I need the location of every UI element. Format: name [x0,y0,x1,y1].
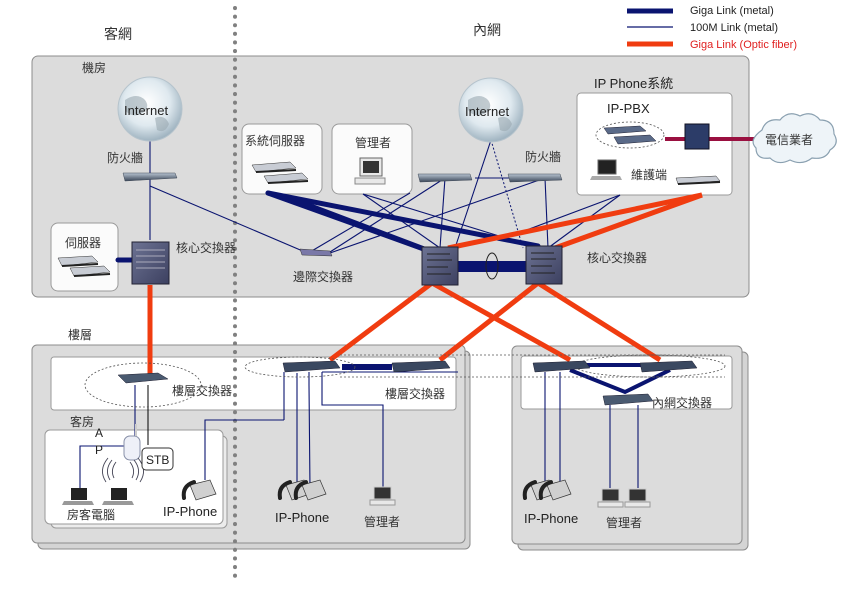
core-switch-label-left: 核心交換器 [176,240,236,255]
floor-switch-icon-right-a [532,360,591,373]
manager-label-right: 管理者 [606,515,642,530]
manager-label-top: 管理者 [355,135,391,150]
internal-switch-icon [602,393,654,406]
guest-laptop-icon-a [62,488,94,505]
manager-pc-icon-mid [369,486,396,506]
manager-pc-icon-top [354,157,386,185]
edge-switch-icon [299,248,333,257]
ip-phone-label-guest: IP-Phone [163,504,217,519]
guest-laptop-icon-b [102,488,134,505]
core-switch-icon-right-a [421,246,459,286]
legend-label-100m-metal: 100M Link (metal) [690,22,778,34]
firewall-icon-right-a [417,173,473,183]
guest-room-panel [44,429,224,525]
floor-switch-icon-mid-b [391,360,451,373]
stb-label: STB [146,453,169,467]
manager-label-mid: 管理者 [364,514,400,529]
firewall-label-right: 防火牆 [525,149,561,164]
floor-switch-icon-right-b [639,360,698,373]
internet-label-left: Internet [124,103,168,118]
gateway-icon [684,123,710,150]
core-switch-label-right: 核心交換器 [587,250,647,265]
grouping-ellipses [84,121,726,408]
core-switch-icon-left [131,241,170,285]
link-internet-dotted [490,139,524,249]
floor-switch-interlink-left [342,364,392,370]
system-server-label: 系統伺服器 [245,134,305,148]
ip-phone-system-label: IP Phone系統 [594,76,673,91]
core-interlink [456,261,528,272]
links-fiber [147,192,703,378]
server-label: 伺服器 [65,236,101,250]
floor-label: 樓層 [68,327,92,342]
ap-label-p: P [95,443,103,457]
zone-guest-net: 客網 [104,26,132,43]
floor-switch-label-left: 樓層交換器 [172,383,232,398]
maintenance-label: 維護端 [631,167,667,182]
machine-room-label: 機房 [82,60,106,75]
internal-switch-label: 內網交換器 [652,395,712,410]
ip-phone-icon-mid [277,479,327,501]
manager-pc-icon-right-a [597,488,624,508]
legend: Giga Link (metal) 100M Link (metal) Giga… [627,5,797,51]
internet-label-right: Internet [465,104,509,119]
telecom-cloud-icon [752,113,837,164]
stb-box [141,447,174,471]
links-floor [79,371,639,491]
firewall-label-left: 防火牆 [107,150,143,165]
telecom-label: 電信業者 [765,133,813,147]
access-point-icon [123,424,141,461]
core-switch-icon-right-b [525,245,563,285]
ip-pbx-icon [603,125,657,145]
guest-pc-label: 房客電腦 [67,507,115,522]
legend-label-fiber: Giga Link (Optic fiber) [690,39,797,51]
edge-switch-label: 邊際交換器 [293,269,353,284]
ip-phone-label-mid: IP-Phone [275,510,329,525]
internet-globe-left: Internet [117,76,183,142]
ap-label-a: A [95,426,103,440]
maintenance-laptop-icon [590,159,622,180]
guest-room-label: 客房 [70,414,94,429]
firewall-icon-right-b [507,173,563,183]
legend-label-giga-metal: Giga Link (metal) [690,5,774,17]
maintenance-server-icon [675,175,721,185]
link-aggregation-mark [485,252,499,280]
internet-globe-right: Internet [458,77,524,143]
ip-phone-icon-right [522,479,572,501]
manager-pc-icon-right-b [624,488,651,508]
ip-phone-label-right: IP-Phone [524,511,578,526]
firewall-icon-left [122,172,178,182]
floor-switch-label-right: 樓層交換器 [385,386,445,401]
system-server-icon [251,161,309,184]
ip-pbx-label: IP-PBX [607,101,650,116]
wifi-waves-icon [102,457,144,483]
zone-internal-net: 內網 [473,23,501,39]
floor-switch-icon-left [117,372,169,384]
floor-switch-icon-mid-a [282,360,341,373]
server-rack-icon [57,255,111,277]
ip-phone-icon-guest [181,479,217,501]
